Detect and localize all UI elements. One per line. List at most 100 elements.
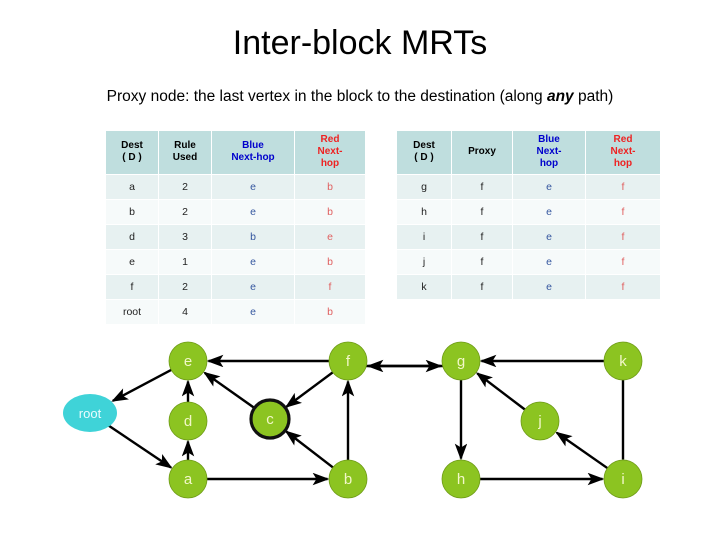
graph-node-a[interactable]: a [168,459,208,499]
cell-red: f [585,248,661,275]
graph-node-shape-a[interactable] [168,459,208,499]
graph-node-d[interactable]: d [168,401,208,441]
column-header-line: Rule [174,140,196,152]
graph-node-h[interactable]: h [441,459,481,499]
graph-node-shape-b[interactable] [328,459,368,499]
graph-node-shape-h[interactable] [441,459,481,499]
column-header-line: Next- [317,146,343,158]
column-header-line: Red [320,134,340,145]
column-header-line: Blue [538,134,560,145]
cell-rule: 2 [158,273,212,300]
page-title: Inter-block MRTs [232,24,488,62]
graph-node-shape-k[interactable] [603,341,643,381]
graph-node-shape-g[interactable] [441,341,481,381]
cell-blue: e [211,198,295,225]
graph-node-shape-d[interactable] [168,401,208,441]
graph-edge-f-c [284,370,335,408]
column-header-line: Proxy [468,146,496,158]
cell-blue: e [211,173,295,200]
cell-dest: j [396,248,452,275]
cell-blue: e [512,248,586,275]
graph-edge-b-c [284,430,335,469]
cell-dest: i [396,223,452,250]
cell-dest: b [105,198,159,225]
cell-dest: f [105,273,159,300]
cell-rule: 1 [158,248,212,275]
graph-node-shape-e[interactable] [168,341,208,381]
graph-edge-root-a [108,424,173,469]
graph-node-c[interactable]: c [249,398,291,440]
subtitle-text-pre: Proxy node: the last vertex in the block… [106,88,547,105]
cell-proxy: f [451,248,513,275]
cell-red: f [585,198,661,225]
subtitle-emphasis: any [546,88,574,105]
cell-red: b [294,173,366,200]
column-header-line: ( D ) [414,152,434,164]
graph-node-label-f: f [346,353,351,370]
column-header-line: hop [613,158,633,170]
column-header-line: Blue [242,140,264,152]
graph-node-root[interactable]: root [63,394,117,432]
column-header-0: Dest( D ) [105,130,159,175]
graph-edge-e-root [111,368,173,402]
cell-red: e [294,223,366,250]
graph-node-e[interactable]: e [168,341,208,381]
graph-node-shape-root[interactable] [63,394,117,432]
graph-node-shape-j[interactable] [520,401,560,441]
network-topology-diagram: root e d a c f b g h j k i [0,330,720,540]
cell-rule: 2 [158,198,212,225]
graph-node-k[interactable]: k [603,341,643,381]
cell-blue: e [512,223,586,250]
graph-node-f[interactable]: f [328,341,368,381]
graph-node-j[interactable]: j [520,401,560,441]
column-header-line: ( D ) [122,152,142,164]
cell-dest: k [396,273,452,300]
graph-node-label-d: d [184,413,192,430]
column-header-line: Used [172,152,198,164]
page-subtitle: Proxy node: the last vertex in the block… [0,88,720,106]
graph-node-label-b: b [344,471,352,488]
graph-node-i[interactable]: i [603,459,643,499]
cell-dest: h [396,198,452,225]
graph-node-g[interactable]: g [441,341,481,381]
graph-node-b[interactable]: b [328,459,368,499]
cell-blue: b [211,223,295,250]
subtitle-text-post: path) [573,88,614,105]
cell-blue: e [512,273,586,300]
column-header-line: hop [320,158,340,170]
graph-edge-j-g [475,372,527,412]
cell-blue: e [512,198,586,225]
cell-dest: a [105,173,159,200]
graph-node-label-j: j [537,413,541,430]
graph-node-shape-c[interactable] [249,398,291,440]
column-header-line: Next-hop [231,152,275,164]
cell-blue: e [211,298,295,325]
graph-node-shape-i[interactable] [603,459,643,499]
cell-red: b [294,198,366,225]
graph-node-label-k: k [619,353,627,370]
column-header-line: Dest [121,140,143,152]
graph-node-shape-f[interactable] [328,341,368,381]
cell-proxy: f [451,273,513,300]
cell-dest: root [105,298,159,325]
cell-proxy: f [451,198,513,225]
column-header-line: Next- [536,146,562,158]
